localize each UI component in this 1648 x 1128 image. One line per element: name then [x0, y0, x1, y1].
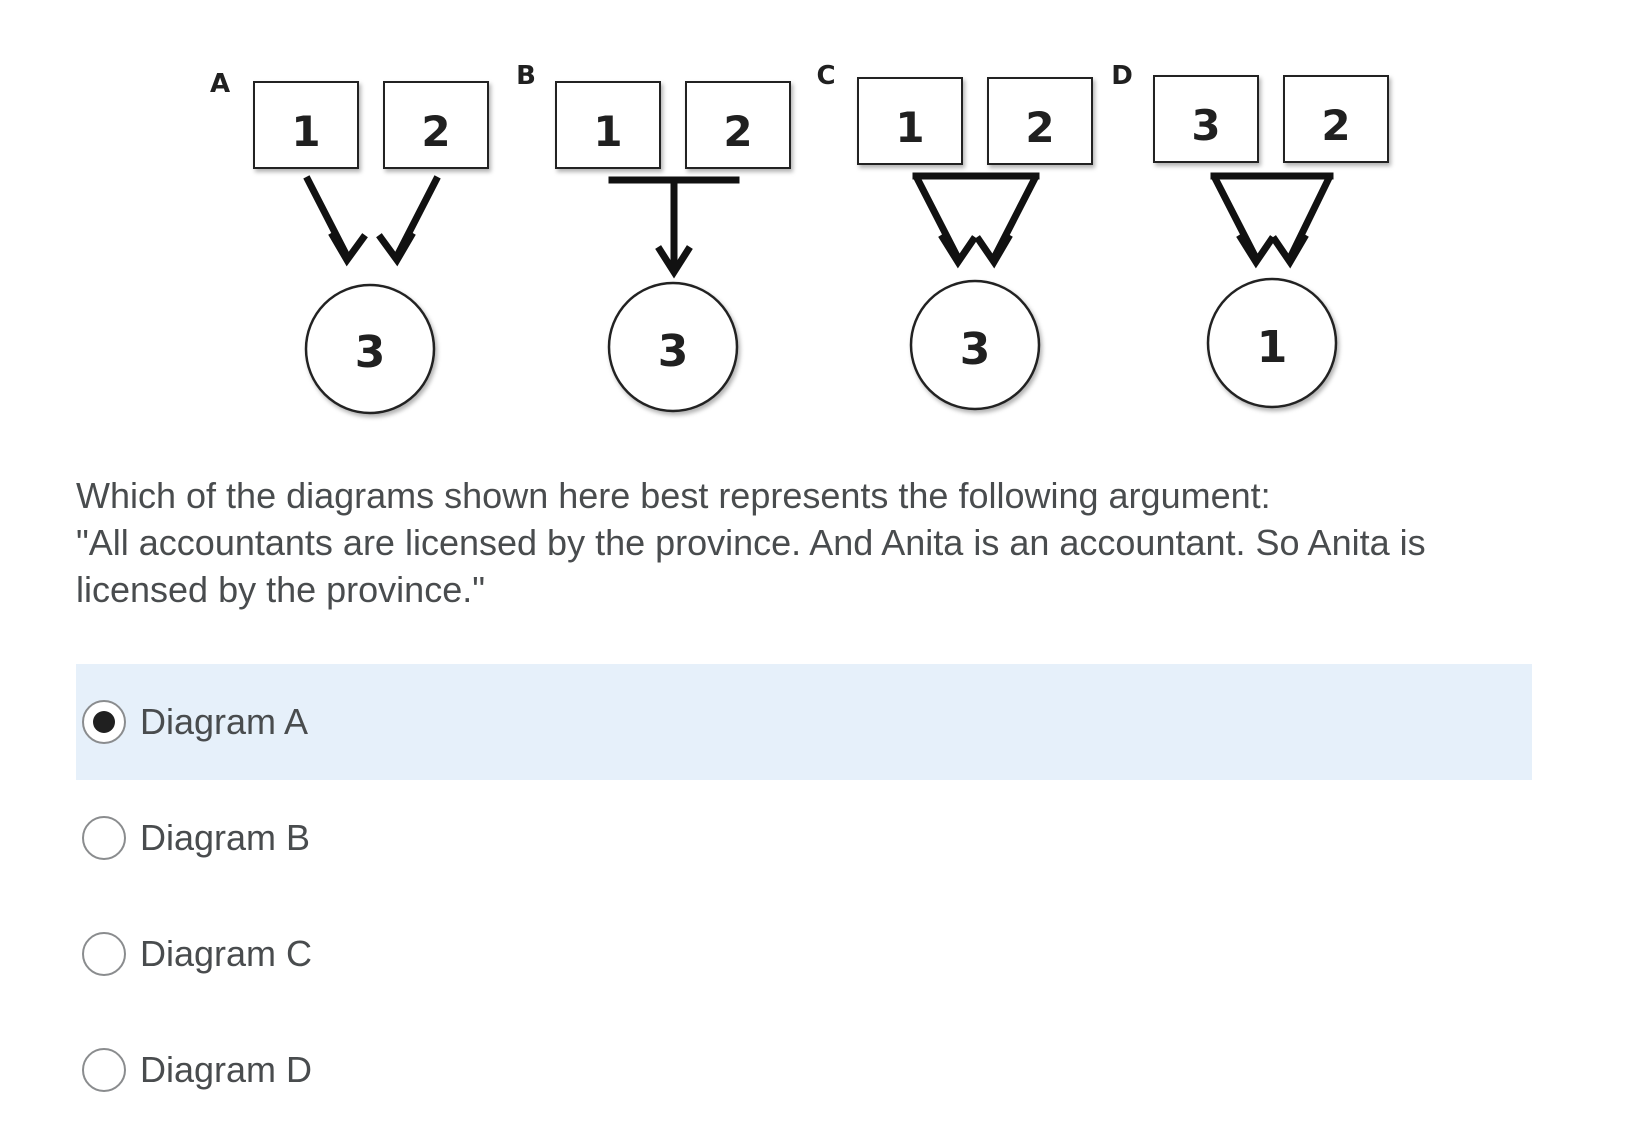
diagram-c-conclusion-circle: [909, 279, 1041, 411]
argument-diagrams-figure: A 1 2 3 B 1 2 3 C 1 2: [210, 61, 1389, 415]
diagram-d-arrows: [1210, 172, 1334, 269]
diagram-a-premise-box-1: [253, 81, 359, 169]
option-label: Diagram C: [140, 933, 313, 974]
diagram-d-premise-box-1: [1153, 75, 1259, 163]
diagram-d-premise-label-2: 2: [1321, 101, 1350, 150]
option-diagram-b[interactable]: Diagram B: [76, 780, 1532, 896]
diagram-a-premise-box-2: [383, 81, 489, 169]
diagram-a-premise-label-1: 1: [291, 107, 320, 156]
diagram-d-letter: D: [1111, 61, 1133, 91]
option-label: Diagram A: [140, 701, 309, 742]
diagram-b-arrows: [608, 176, 740, 279]
diagram-c-conclusion-label: 3: [960, 324, 991, 375]
diagram-b-premise-box-2: [685, 81, 791, 169]
diagram-b-conclusion-label: 3: [658, 326, 689, 377]
option-diagram-c[interactable]: Diagram C: [76, 896, 1532, 1012]
diagram-d-conclusion-circle: [1206, 277, 1338, 409]
question-line-3: licensed by the province.": [76, 569, 486, 610]
option-label: Diagram B: [140, 817, 311, 858]
radio-button[interactable]: [82, 816, 126, 860]
diagram-a: A 1 2 3: [210, 69, 489, 415]
diagram-a-conclusion-label: 3: [355, 327, 386, 378]
diagram-c-arrows: [912, 172, 1040, 269]
diagram-c-premise-label-2: 2: [1025, 103, 1054, 152]
diagram-d-premise-label-1: 3: [1191, 101, 1220, 150]
diagram-b-letter: B: [516, 61, 536, 91]
diagram-d-premise-box-2: [1283, 75, 1389, 163]
diagram-c-premise-label-1: 1: [895, 103, 924, 152]
radio-selected-dot: [93, 711, 115, 733]
diagram-b: B 1 2 3: [516, 61, 791, 413]
option-label: Diagram D: [140, 1049, 313, 1090]
option-diagram-a[interactable]: Diagram A: [76, 664, 1532, 780]
diagram-c: C 1 2 3: [816, 61, 1093, 411]
answer-options: Diagram A Diagram B Diagram C Diagram D: [76, 664, 1532, 1128]
diagram-a-conclusion-circle: [304, 283, 436, 415]
diagram-b-conclusion-circle: [607, 281, 739, 413]
diagram-d-conclusion-label: 1: [1257, 322, 1288, 373]
radio-button-selected[interactable]: [82, 700, 126, 744]
diagram-a-premise-label-2: 2: [421, 107, 450, 156]
diagram-d: D 3 2 1: [1111, 61, 1389, 409]
question-line-1: Which of the diagrams shown here best re…: [76, 475, 1271, 516]
diagram-b-premise-label-2: 2: [723, 107, 752, 156]
diagram-a-letter: A: [210, 69, 230, 99]
radio-button[interactable]: [82, 1048, 126, 1092]
diagram-b-premise-box-1: [555, 81, 661, 169]
radio-button[interactable]: [82, 932, 126, 976]
question-text: Which of the diagrams shown here best re…: [76, 472, 1556, 613]
diagram-a-arrows: [303, 175, 441, 267]
diagram-c-letter: C: [816, 61, 835, 91]
diagram-c-premise-box-2: [987, 77, 1093, 165]
option-diagram-d[interactable]: Diagram D: [76, 1012, 1532, 1128]
diagram-c-premise-box-1: [857, 77, 963, 165]
question-line-2: "All accountants are licensed by the pro…: [76, 522, 1426, 563]
diagram-b-premise-label-1: 1: [593, 107, 622, 156]
